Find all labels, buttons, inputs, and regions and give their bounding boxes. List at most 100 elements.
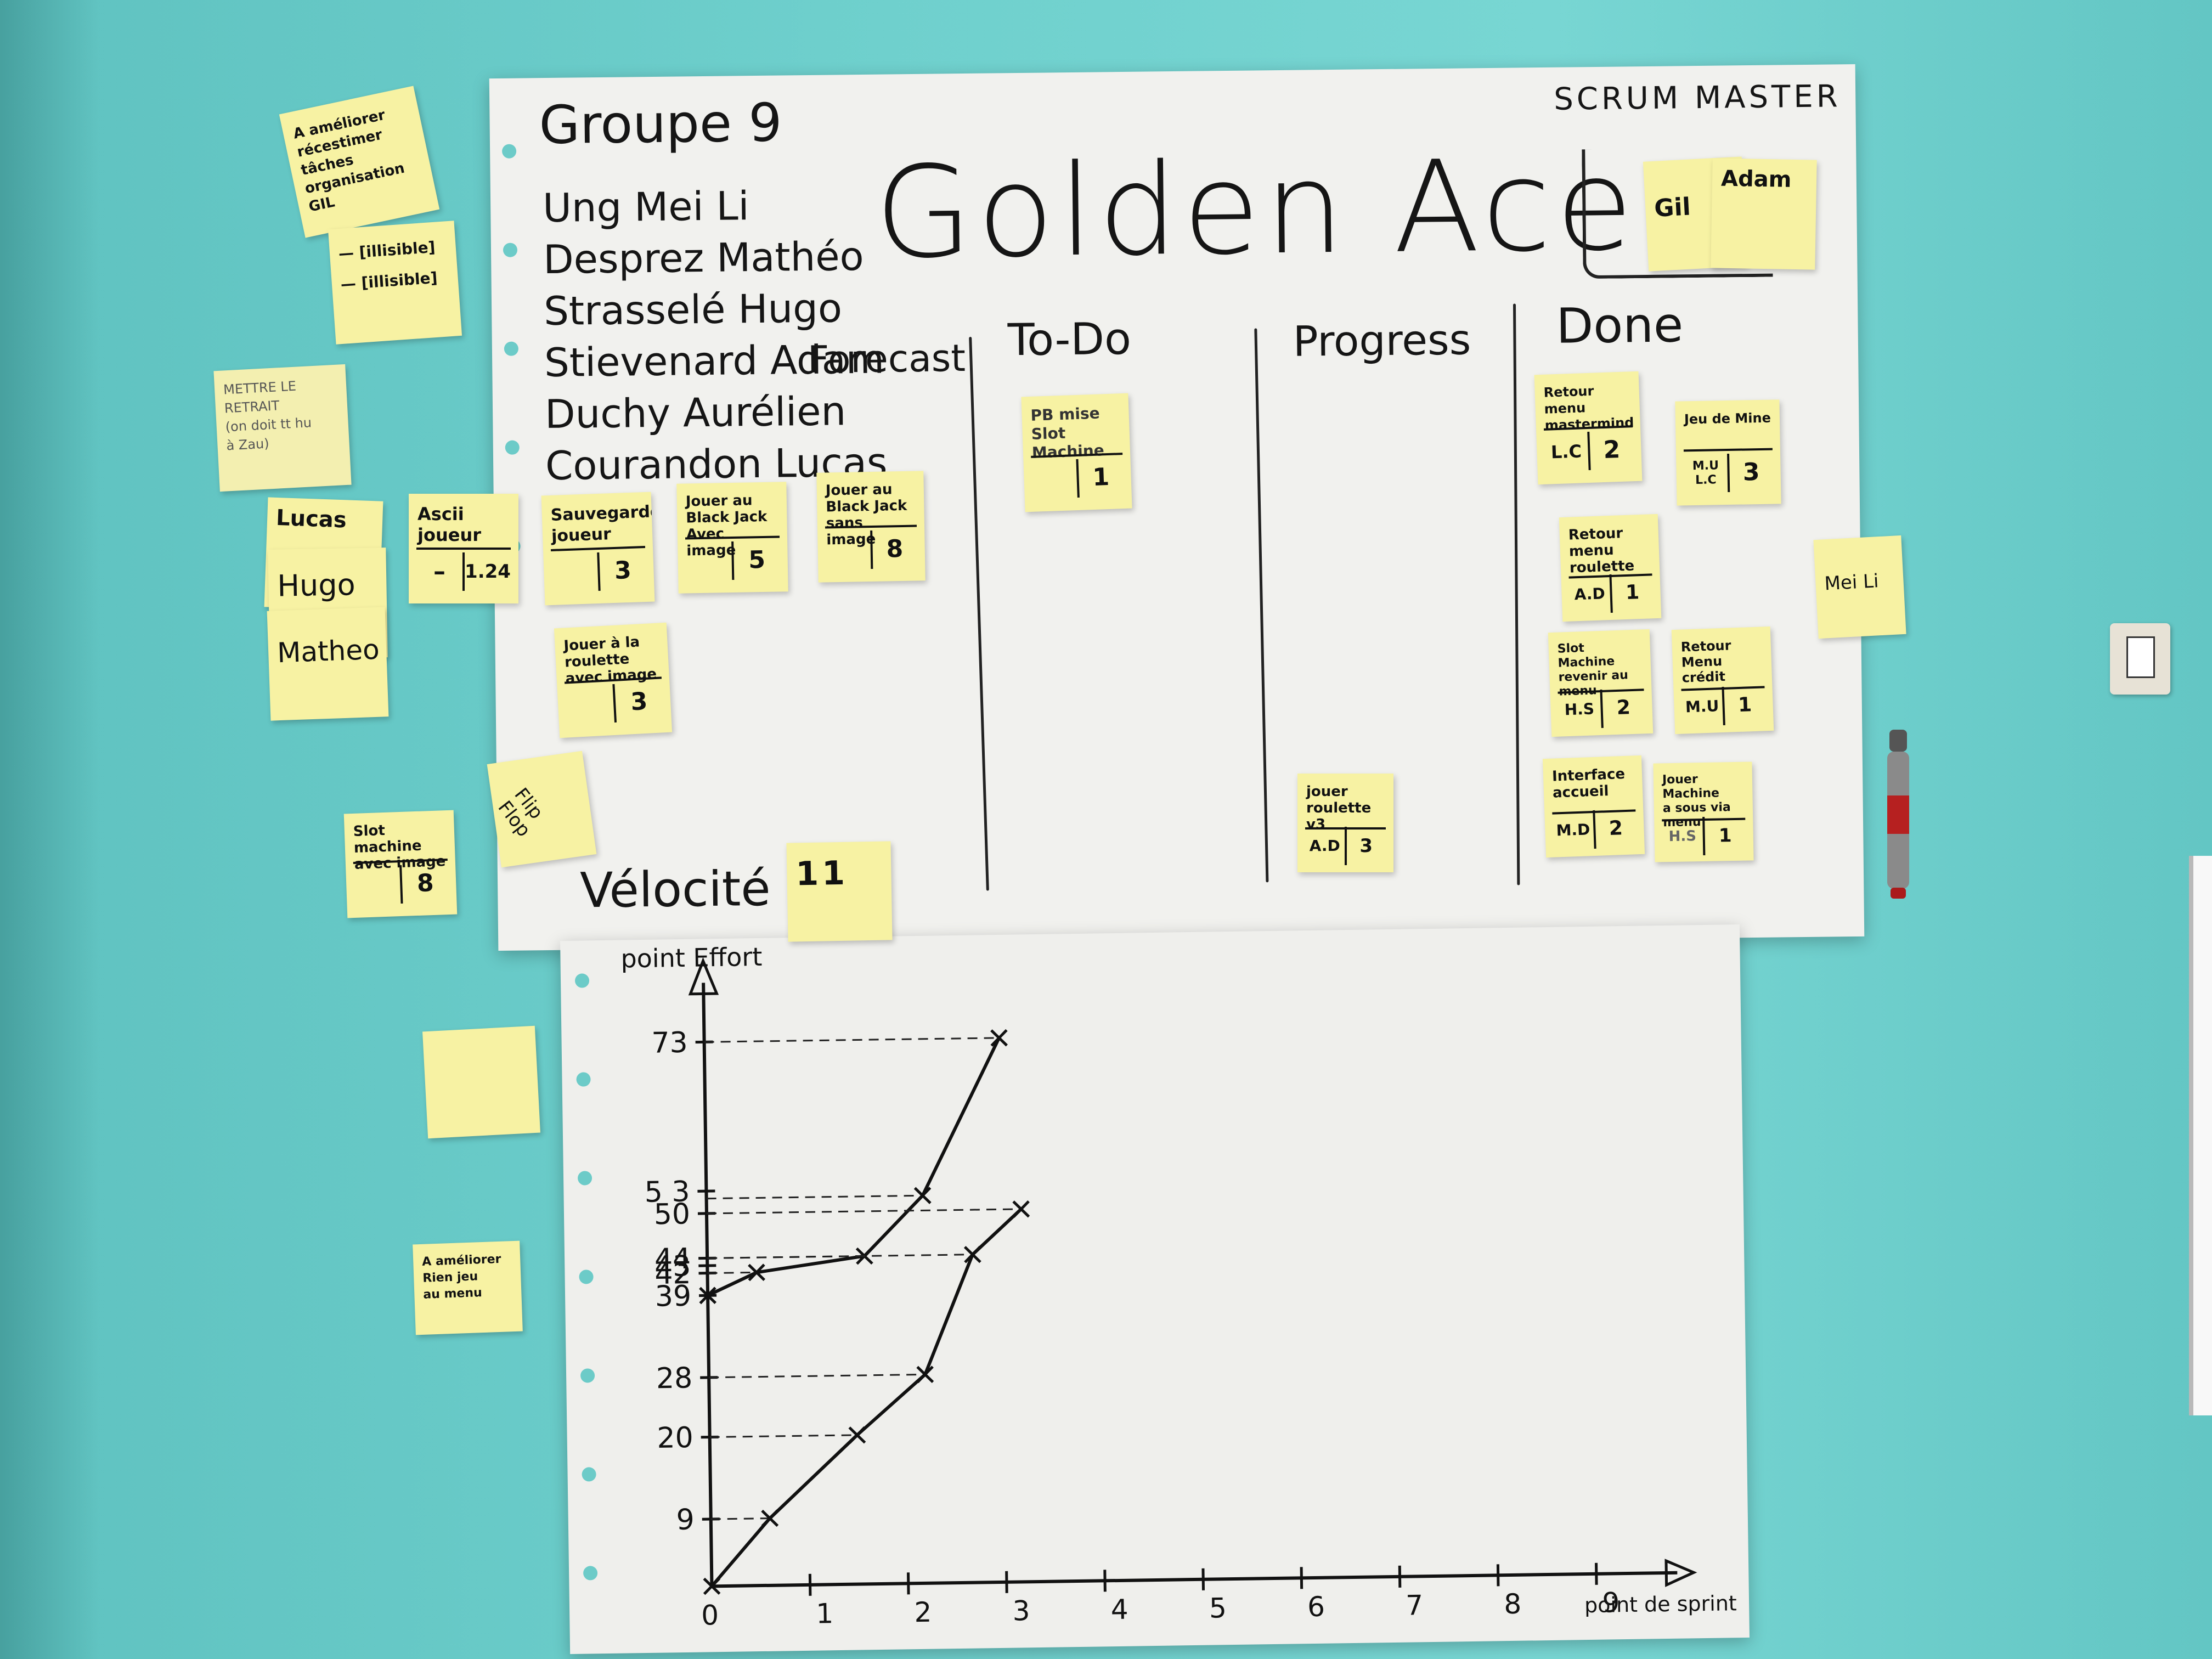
sticky-note-text: Mei Li [1824,570,1880,595]
column-header-forecast: Forecast [807,337,966,382]
sticky-note-text: Adam [1720,166,1792,193]
story-points: 1 [1075,458,1124,498]
origin-label: 0 [701,1599,719,1631]
guide-line [710,1517,770,1520]
sticky-note-text: Interface accueil [1551,765,1626,802]
sticky-note-mettre-retrait: METTRE LE RETRAIT (on doit tt hu à Zau) [213,364,352,492]
x-tick-label: 3 [1012,1595,1030,1627]
x-tick-mark [1201,1568,1205,1590]
sticky-note-flip-flop: Flip Flop [487,751,597,868]
x-tick-label: 1 [816,1598,834,1629]
sticky-note-text: A améliorer Rien jeu au menu [421,1252,501,1302]
y-axis-label: point Effort [620,942,763,974]
story-points: 1.24 [462,552,511,591]
story-points: 1 [1609,573,1654,613]
assignee: M.D [1556,820,1590,840]
x-tick-label: 7 [1406,1589,1424,1621]
x-axis-arrow [1664,1559,1697,1587]
column-divider [969,336,989,891]
data-point [913,1187,932,1205]
sticky-note-text: jouer roulette v3 [1306,783,1372,833]
sticky-note-redacted: — [illisible] — [illisible] [328,221,462,345]
guide-line [709,1434,857,1438]
x-tick-label: 2 [914,1596,932,1628]
y-axis-arrow [688,957,719,996]
guide-line [707,1254,973,1259]
sticky-note-text: Ascii joueur [417,504,481,545]
group-name: Groupe 9 [539,92,783,156]
y-tick-label: 5 3 [644,1176,690,1209]
sticky-note-text: Lucas [275,505,347,533]
column-divider [1254,328,1269,883]
member-name: Ung Mei Li [542,183,749,232]
series-line [710,1207,1023,1588]
assignee [566,703,613,706]
assignee: H.S [1668,828,1697,845]
data-point [963,1245,981,1263]
sticky-note-text: A améliorer récestimer tâches organisati… [291,106,407,216]
punch-hole [503,242,518,257]
story-points: 8 [399,863,449,904]
sticky-note-improve: A améliorer récestimer tâches organisati… [279,86,440,238]
guide-line [706,1208,1022,1215]
sticky-note-text: Jeu de Mine [1684,410,1771,427]
data-point [748,1263,766,1282]
guide-line [707,1271,757,1274]
data-point [703,1577,721,1595]
data-point [1012,1200,1030,1218]
sticky-note-text: Hugo [276,567,356,603]
marker-pen [1887,730,1909,899]
story-points: 2 [1587,430,1634,471]
assignee: A.D [1309,837,1340,855]
sticky-note-sauvegarde: Sauvegarde joueur 3 [541,492,655,606]
sticky-note-text: METTRE LE RETRAIT (on doit tt hu à Zau) [223,378,312,454]
assignee: M.U [1685,697,1719,716]
data-point [990,1029,1008,1047]
y-axis [702,983,714,1587]
sticky-note-matheo: Matheo [267,607,389,721]
assignee: M.U L.C [1692,459,1719,488]
sticky-note-slot-image: Slot machine avec image 8 [343,810,458,918]
y-tick-label: 42 [654,1257,691,1291]
story-points: 1 [1722,685,1766,726]
member-name: Duchy Aurélien [544,388,847,438]
sticky-note-text: Retour Menu crédit [1680,637,1731,686]
story-points: 3 [612,681,664,723]
assignee: H.S [1564,699,1595,719]
y-tick-label: 39 [655,1280,692,1313]
punch-hole [501,144,517,159]
member-name: Desprez Mathéo [543,233,865,283]
sticky-note-velocity-value: 11 [786,841,893,942]
story-points: 3 [1727,453,1774,493]
y-tick-label: 28 [656,1362,693,1395]
x-tick-label: 6 [1307,1591,1325,1623]
column-header-done: Done [1556,296,1684,354]
x-tick-label: 4 [1110,1594,1128,1626]
assignee: – [433,557,445,585]
sticky-note-blank [422,1025,540,1139]
punch-hole [504,341,519,356]
y-tick-label: 44 [654,1243,691,1276]
story-points: 2 [1599,688,1645,729]
x-tick-label: 8 [1504,1588,1522,1620]
column-header-progress: Progress [1293,315,1471,366]
wall-shadow [0,0,99,1659]
sticky-note-mei-li: Mei Li [1813,535,1906,639]
x-tick-label: 5 [1209,1592,1227,1624]
scrum-master-label: SCRUM MASTER [1553,78,1841,117]
x-tick-mark [1595,1562,1598,1585]
sticky-note-ascii-joueur: Ascii joueur –1.24 [409,494,518,603]
y-tick-label: 9 [676,1503,695,1536]
sticky-note-scrum-adam: Adam [1711,158,1817,270]
story-points: 3 [597,550,647,591]
story-points: 5 [731,540,781,580]
x-tick-mark [1300,1567,1304,1589]
guide-line [706,1194,923,1200]
sticky-note-text: Sauvegarde joueur [550,501,655,546]
x-tick-mark [906,1572,910,1595]
